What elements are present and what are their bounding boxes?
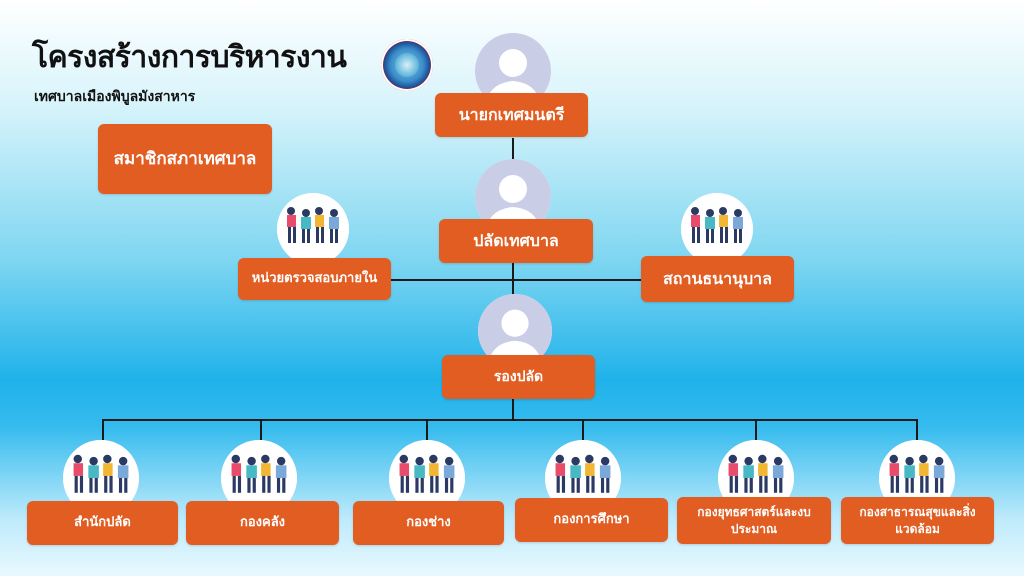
pawnshop-team-icon [681,193,753,265]
connector-dept-3 [426,419,428,445]
dept-box-5: กองยุทธศาสตร์และงบประมาณ [677,497,831,544]
connector-staff-horizontal [390,279,642,281]
clerk-box: ปลัดเทศบาล [439,219,593,263]
internal-audit-team-icon [277,193,349,265]
connector-mayor-clerk [512,138,514,164]
connector-dept-6 [916,419,918,445]
connector-departments-horizontal [102,419,917,421]
deputy-clerk-box: รองปลัด [442,355,595,399]
dept-box-3: กองช่าง [353,501,504,545]
dept-box-2: กองคลัง [186,501,339,545]
page-title: โครงสร้างการบริหารงาน [32,40,347,75]
council-box: สมาชิกสภาเทศบาล [98,124,272,194]
connector-dept-5 [755,419,757,445]
page-subtitle: เทศบาลเมืองพิบูลมังสาหาร [34,89,196,105]
internal-audit-box: หน่วยตรวจสอบภายใน [238,258,391,300]
connector-deputy-down [512,398,514,420]
connector-clerk-down [512,262,514,300]
dept-box-4: กองการศึกษา [515,498,668,542]
connector-dept-1 [102,419,104,445]
connector-dept-2 [260,419,262,445]
dept-box-1: สำนักปลัด [27,501,178,545]
dept-box-6: กองสาธารณสุขและสิ่งแวดล้อม [841,497,994,544]
mayor-box: นายกเทศมนตรี [435,93,588,137]
connector-dept-4 [582,419,584,445]
municipality-logo-icon [381,39,433,91]
pawnshop-box: สถานธนานุบาล [641,256,794,302]
